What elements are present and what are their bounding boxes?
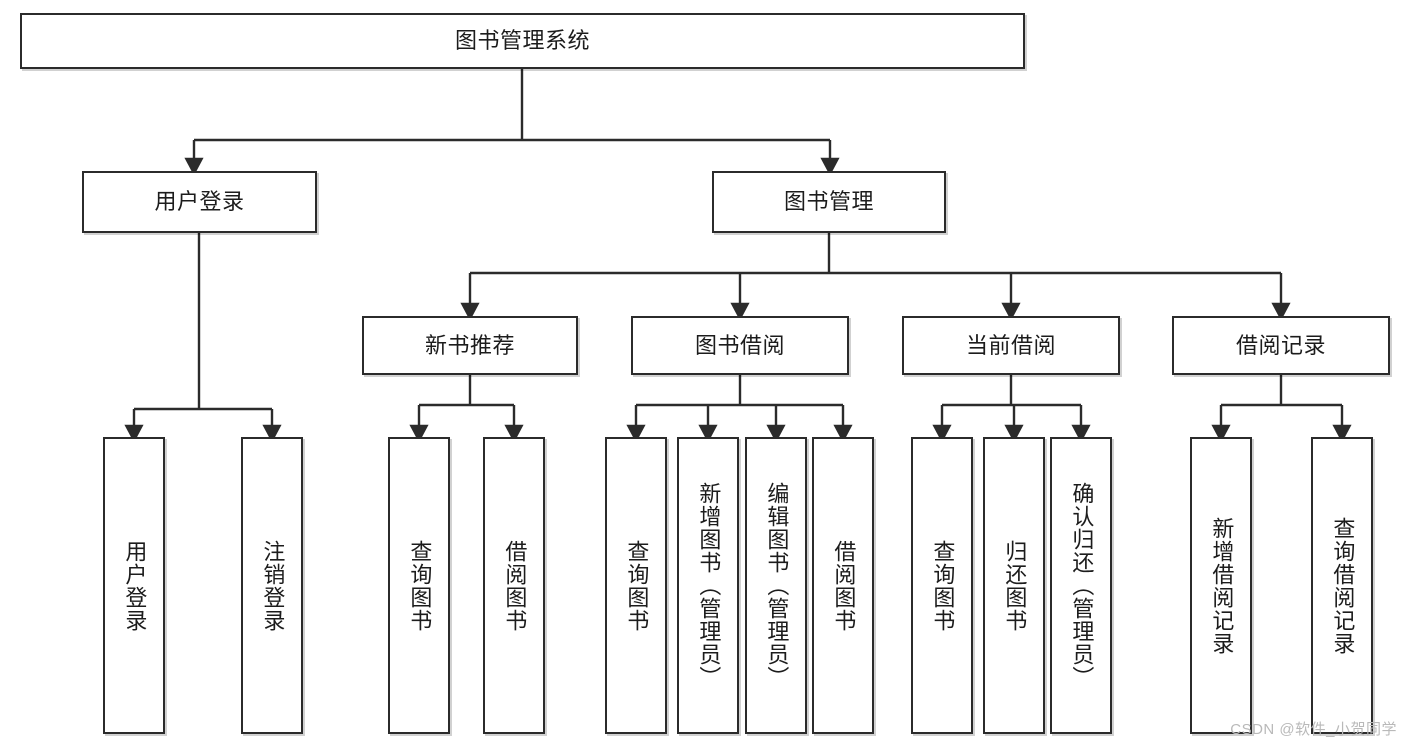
node-book-borrow[interactable]: 图书借阅: [631, 316, 849, 375]
node-root-label: 图书管理系统: [454, 28, 590, 54]
node-leaf-user-logout-label: 注销登录: [260, 539, 286, 632]
node-leaf-borrow-book-1[interactable]: 借阅图书: [483, 437, 545, 734]
node-leaf-query-record[interactable]: 查询借阅记录: [1311, 437, 1373, 734]
node-leaf-return-book[interactable]: 归还图书: [983, 437, 1045, 734]
node-new-book-rec[interactable]: 新书推荐: [362, 316, 578, 375]
node-user-login-label: 用户登录: [154, 189, 245, 215]
node-leaf-add-record-label: 新增借阅记录: [1209, 516, 1235, 655]
node-leaf-query-book-1[interactable]: 查询图书: [388, 437, 450, 734]
node-leaf-query-book-2-label: 查询图书: [624, 539, 650, 632]
node-leaf-return-book-label: 归还图书: [1002, 539, 1028, 632]
node-leaf-borrow-book-1-label: 借阅图书: [502, 539, 528, 632]
node-leaf-confirm-return[interactable]: 确认归还（管理员）: [1050, 437, 1112, 734]
node-leaf-query-book-3-label: 查询图书: [930, 539, 956, 632]
node-leaf-confirm-return-label: 确认归还（管理员）: [1069, 482, 1095, 689]
node-leaf-borrow-book-2[interactable]: 借阅图书: [812, 437, 874, 734]
node-borrow-record[interactable]: 借阅记录: [1172, 316, 1390, 375]
node-new-book-rec-label: 新书推荐: [424, 332, 515, 358]
node-leaf-borrow-book-2-label: 借阅图书: [831, 539, 857, 632]
node-book-manage[interactable]: 图书管理: [712, 171, 946, 233]
node-book-borrow-label: 图书借阅: [694, 332, 785, 358]
node-user-login[interactable]: 用户登录: [82, 171, 317, 233]
node-borrow-record-label: 借阅记录: [1235, 332, 1326, 358]
node-leaf-query-book-1-label: 查询图书: [407, 539, 433, 632]
node-leaf-query-record-label: 查询借阅记录: [1330, 516, 1356, 655]
node-leaf-add-record[interactable]: 新增借阅记录: [1190, 437, 1252, 734]
node-leaf-query-book-2[interactable]: 查询图书: [605, 437, 667, 734]
node-leaf-add-book[interactable]: 新增图书（管理员）: [677, 437, 739, 734]
node-leaf-user-login-label: 用户登录: [122, 539, 148, 632]
node-leaf-user-logout[interactable]: 注销登录: [241, 437, 303, 734]
node-current-borrow-label: 当前借阅: [965, 332, 1056, 358]
node-current-borrow[interactable]: 当前借阅: [902, 316, 1120, 375]
node-leaf-add-book-label: 新增图书（管理员）: [696, 482, 722, 689]
node-root[interactable]: 图书管理系统: [20, 13, 1025, 69]
node-leaf-edit-book-label: 编辑图书（管理员）: [764, 482, 790, 689]
node-leaf-edit-book[interactable]: 编辑图书（管理员）: [745, 437, 807, 734]
node-leaf-query-book-3[interactable]: 查询图书: [911, 437, 973, 734]
node-book-manage-label: 图书管理: [783, 189, 874, 215]
node-leaf-user-login[interactable]: 用户登录: [103, 437, 165, 734]
